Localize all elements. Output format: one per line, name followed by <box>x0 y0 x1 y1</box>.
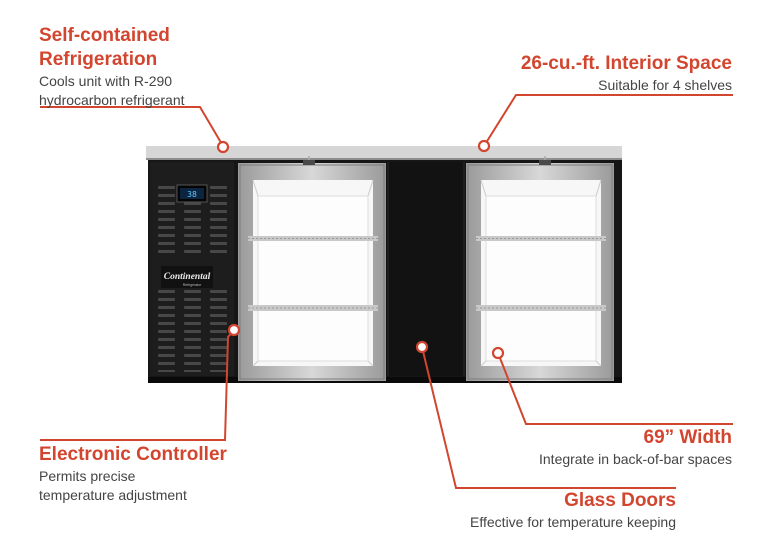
callout-refrigeration: Self-contained Refrigeration Cools unit … <box>39 24 185 110</box>
display-reading: 38 <box>187 190 197 199</box>
callout-controller: Electronic Controller Permits precise te… <box>39 443 227 505</box>
marker-width <box>491 346 505 360</box>
brand-logo-text: Continental <box>164 272 211 282</box>
marker-refrigeration <box>216 140 230 154</box>
refrigeration-desc-line1: Cools unit with R-290 <box>39 73 173 89</box>
glass-door-left <box>238 156 386 381</box>
callout-width: 69” Width Integrate in back-of-bar space… <box>539 426 732 469</box>
controller-desc-line1: Permits precise <box>39 468 136 484</box>
refrigeration-desc-line2: hydrocarbon refrigerant <box>39 92 185 108</box>
doors-desc: Effective for temperature keeping <box>470 514 676 530</box>
glass-door-right <box>466 156 614 381</box>
leader-line-interior <box>483 94 733 147</box>
marker-interior <box>477 139 491 153</box>
marker-doors <box>415 340 429 354</box>
refrigeration-title-line1: Self-contained <box>39 25 170 46</box>
interior-desc: Suitable for 4 shelves <box>598 77 732 93</box>
controller-desc-line2: temperature adjustment <box>39 487 187 503</box>
leader-line-refrigeration <box>40 106 224 147</box>
brand-badge: Continental Refrigerator <box>161 266 213 288</box>
width-desc: Integrate in back-of-bar spaces <box>539 451 732 467</box>
leader-line-doors <box>421 346 676 489</box>
brand-subtitle: Refrigerator <box>183 283 202 287</box>
doors-title: Glass Doors <box>564 490 676 511</box>
door-hinge-right <box>539 160 551 165</box>
door-hinge-left <box>303 160 315 165</box>
callout-doors: Glass Doors Effective for temperature ke… <box>470 489 676 532</box>
controller-display: 38 <box>176 184 208 203</box>
width-title: 69” Width <box>643 427 733 448</box>
marker-controller <box>227 323 241 337</box>
interior-title: 26-cu.-ft. Interior Space <box>520 53 732 74</box>
callout-interior: 26-cu.-ft. Interior Space Suitable for 4… <box>521 52 732 95</box>
leader-line-width <box>497 352 733 425</box>
refrigeration-title-line2: Refrigeration <box>39 49 158 70</box>
controller-title: Electronic Controller <box>39 444 227 465</box>
center-panel <box>386 162 466 376</box>
vent-grille-lower <box>156 288 234 372</box>
countertop <box>146 146 622 159</box>
